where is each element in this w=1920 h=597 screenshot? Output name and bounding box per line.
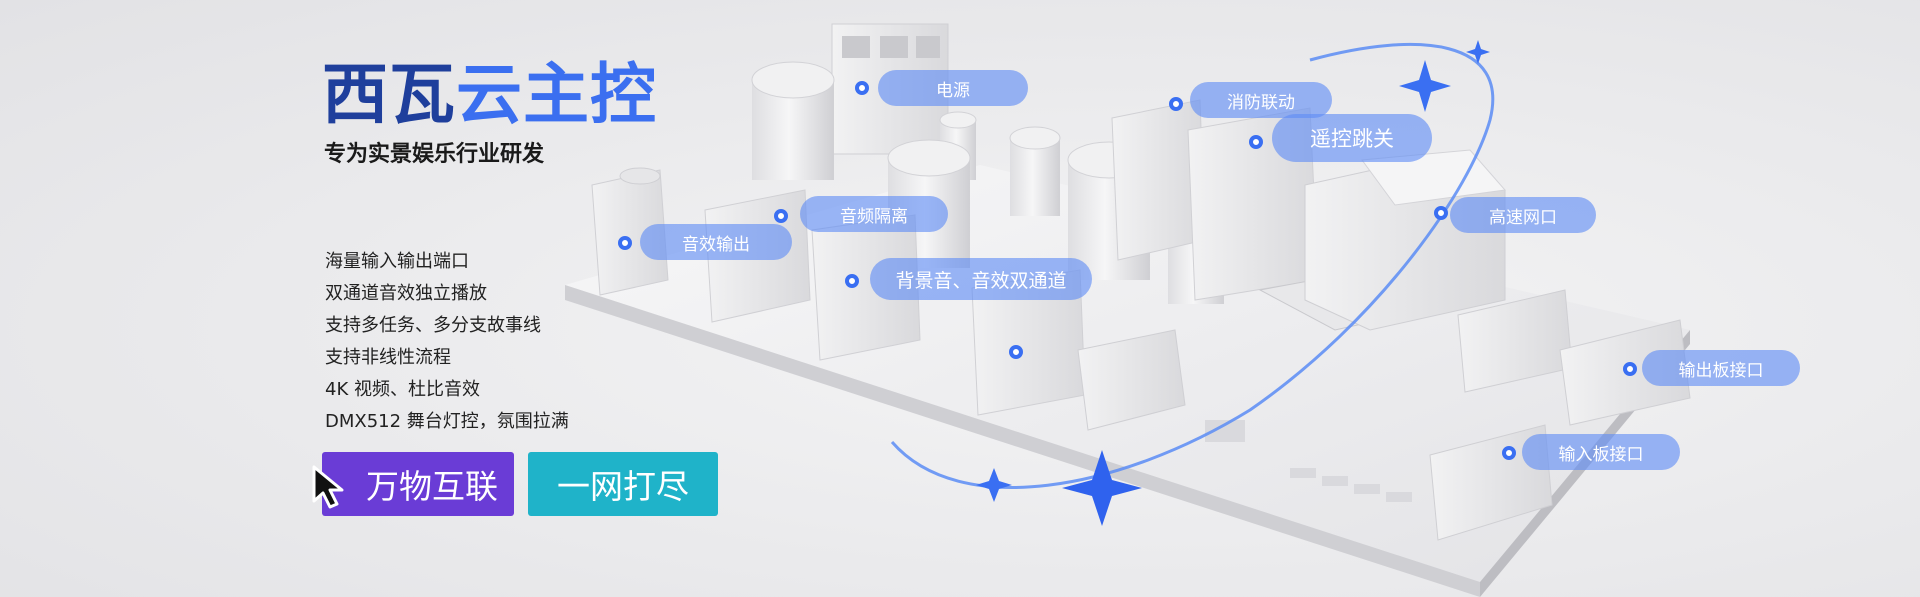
feature-item: 支持非线性流程 [325,347,451,368]
tag-remote-skip: 遥控跳关 [1272,114,1432,162]
page-subtitle: 专为实景娱乐行业研发 [324,142,545,167]
feature-item: 4K 视频、杜比音效 [325,379,480,400]
feature-item: 海量输入输出端口 [325,251,469,272]
tag-fire-linkage: 消防联动 [1190,82,1332,118]
tag-input-board-dot [1502,446,1516,460]
tag-output-board-dot [1623,362,1637,376]
tag-audio-isolation-dot [774,209,788,223]
all-in-one-button-label: 一网打尽 [557,467,689,506]
usb-marker-dot [1009,345,1023,359]
connection-arc [890,43,1495,489]
tag-input-board: 输入板接口 [1522,434,1680,470]
pcb-edge [565,285,1480,597]
sparkle-icon [976,468,1012,502]
tag-sfx-output-dot [618,236,632,250]
feature-list: 海量输入输出端口 双通道音效独立播放 支持多任务、多分支故事线 支持非线性流程 … [325,248,569,440]
tag-audio-isolation: 音频隔离 [800,196,948,232]
page-title: 西瓦云主控 [322,62,657,128]
interconnect-button[interactable]: 万物互联 [322,452,514,516]
title-product: 云主控 [456,56,657,133]
capacitor-large [751,61,835,180]
tag-dual-audio: 背景音、音效双通道 [870,258,1092,300]
feature-item: DMX512 舞台灯控，氛围拉满 [325,411,569,432]
tag-sfx-output: 音效输出 [640,224,792,260]
title-brand: 西瓦 [322,56,456,133]
tag-fire-linkage-dot [1169,97,1183,111]
tag-network-port-dot [1434,206,1448,220]
sparkle-icon [1399,60,1451,112]
tag-output-board: 输出板接口 [1642,350,1800,386]
all-in-one-button[interactable]: 一网打尽 [528,452,718,516]
sparkle-icon [1466,40,1490,64]
ethernet-port [1258,149,1506,331]
interconnect-button-label: 万物互联 [366,467,498,506]
sparkle-icon [1062,450,1142,526]
tag-network-port: 高速网口 [1450,197,1596,233]
usb-connectors [811,214,1086,416]
mouse-cursor-icon [312,465,344,509]
tag-remote-skip-dot [1249,135,1263,149]
tag-dual-audio-dot [845,274,859,288]
power-connector [831,23,949,155]
tag-power: 电源 [878,70,1028,106]
smd-pads [1205,420,1412,502]
tag-power-dot [855,81,869,95]
feature-item: 支持多任务、多分支故事线 [325,315,541,336]
feature-item: 双通道音效独立播放 [325,283,487,304]
